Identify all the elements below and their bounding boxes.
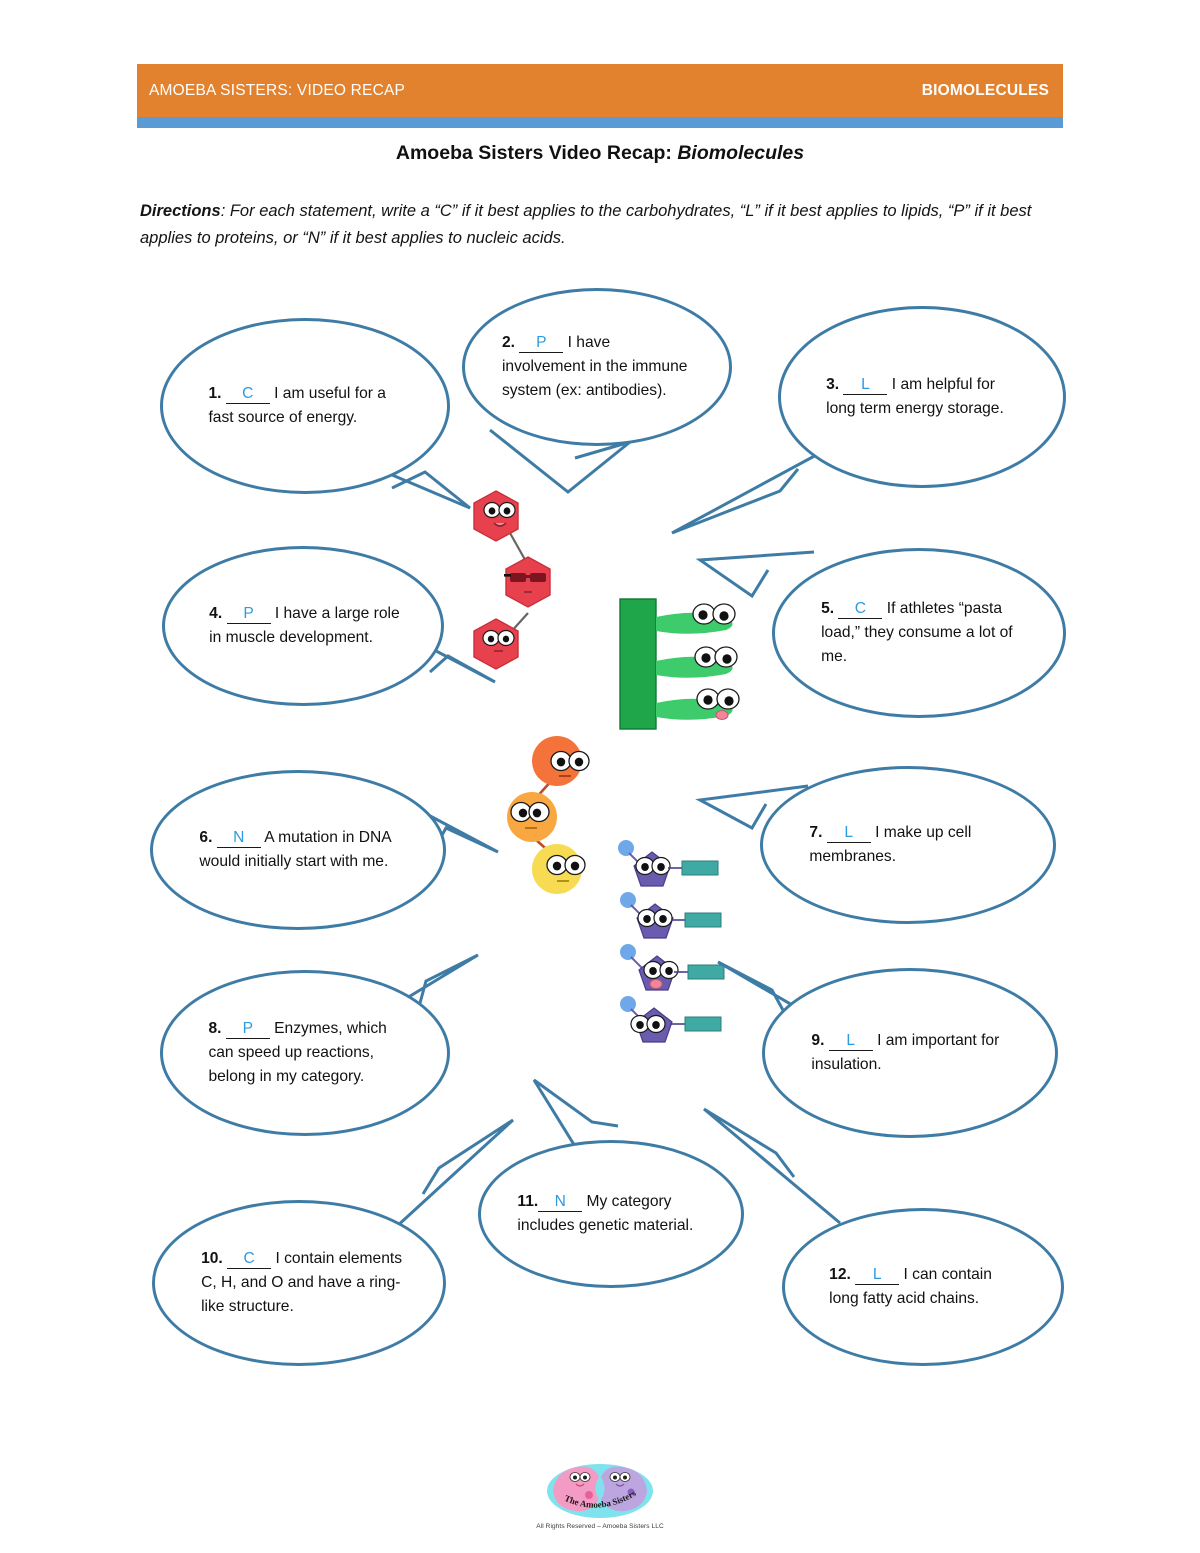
question-text-2: 2. P I have involvement in the immune sy… bbox=[465, 331, 729, 402]
answer-blank-4[interactable]: P bbox=[226, 605, 271, 624]
question-bubble-10[interactable]: 10. C I contain elements C, H, and O and… bbox=[152, 1200, 446, 1366]
question-number-8: 8. bbox=[208, 1020, 222, 1038]
answer-letter-7: L bbox=[844, 824, 854, 842]
question-number-2: 2. bbox=[501, 334, 515, 352]
question-number-6: 6. bbox=[199, 829, 213, 847]
header-accent-rule bbox=[137, 117, 1063, 128]
answer-blank-8[interactable]: P bbox=[225, 1020, 270, 1039]
page-title-emphasis: Biomolecules bbox=[677, 142, 805, 164]
answer-blank-1[interactable]: C bbox=[225, 385, 270, 404]
question-statement-2: I have involvement in the immune system … bbox=[501, 334, 688, 399]
lipid-triglyceride bbox=[618, 595, 758, 735]
answer-letter-1: C bbox=[242, 385, 254, 403]
question-statement-11: My category includes genetic material. bbox=[517, 1193, 694, 1234]
page-header-bar: AMOEBA SISTERS: VIDEO RECAP BIOMOLECULES bbox=[137, 64, 1063, 117]
question-bubble-3[interactable]: 3. L I am helpful for long term energy s… bbox=[778, 306, 1066, 488]
question-number-12: 12. bbox=[829, 1266, 851, 1284]
answer-letter-12: L bbox=[872, 1266, 882, 1284]
carbohydrate-hexagon-chain bbox=[466, 485, 586, 670]
page-title: Amoeba Sisters Video Recap: Biomolecules bbox=[137, 142, 1063, 165]
question-number-9: 9. bbox=[811, 1032, 825, 1050]
question-statement-8: Enzymes, which can speed up reactions, b… bbox=[208, 1020, 387, 1085]
answer-letter-8: P bbox=[242, 1020, 253, 1038]
answer-letter-11: N bbox=[554, 1193, 566, 1211]
question-number-1: 1. bbox=[208, 385, 222, 403]
question-number-3: 3. bbox=[826, 376, 840, 394]
question-bubble-4[interactable]: 4. P I have a large role in muscle devel… bbox=[162, 546, 444, 706]
directions-text: : For each statement, write a “C” if it … bbox=[140, 202, 1032, 247]
header-left-label: AMOEBA SISTERS: VIDEO RECAP bbox=[149, 81, 406, 99]
answer-letter-9: L bbox=[846, 1032, 856, 1050]
question-text-12: 12. L I can contain long fatty acid chai… bbox=[785, 1263, 1061, 1310]
question-number-5: 5. bbox=[821, 600, 835, 618]
question-bubble-2[interactable]: 2. P I have involvement in the immune sy… bbox=[462, 288, 732, 446]
answer-blank-6[interactable]: N bbox=[216, 829, 261, 848]
question-text-6: 6. N A mutation in DNA would initially s… bbox=[153, 826, 443, 873]
answer-blank-11[interactable]: N bbox=[538, 1193, 583, 1212]
question-bubble-8[interactable]: 8. P Enzymes, which can speed up reactio… bbox=[160, 970, 450, 1136]
answer-letter-3: L bbox=[861, 376, 870, 394]
answer-blank-10[interactable]: C bbox=[227, 1250, 272, 1269]
directions-label: Directions bbox=[140, 202, 221, 220]
footer-copyright: All Rights Reserved – Amoeba Sisters LLC bbox=[536, 1523, 664, 1530]
answer-blank-5[interactable]: C bbox=[838, 600, 883, 619]
amoeba-sisters-logo-svg: The Amoeba Sisters bbox=[547, 1464, 653, 1518]
nucleic-acid-art-svg bbox=[618, 840, 725, 1043]
amoeba-sisters-logo: The Amoeba Sisters bbox=[0, 1462, 1200, 1525]
question-text-7: 7. L I make up cell membranes. bbox=[763, 821, 1053, 868]
carbohydrate-art-svg bbox=[473, 490, 551, 670]
answer-blank-3[interactable]: L bbox=[843, 376, 888, 395]
directions-paragraph: Directions: For each statement, write a … bbox=[140, 198, 1065, 251]
protein-amino-acid-chain bbox=[495, 735, 605, 895]
question-statement-7: I make up cell membranes. bbox=[809, 824, 972, 865]
question-bubble-5[interactable]: 5. C If athletes “pasta load,” they cons… bbox=[772, 548, 1066, 718]
protein-art-svg bbox=[507, 736, 590, 894]
question-text-10: 10. C I contain elements C, H, and O and… bbox=[155, 1247, 443, 1318]
answer-letter-2: P bbox=[536, 334, 547, 352]
question-text-5: 5. C If athletes “pasta load,” they cons… bbox=[775, 597, 1063, 668]
nucleic-acid-nucleotide-chain bbox=[612, 838, 752, 1058]
answer-blank-2[interactable]: P bbox=[519, 334, 564, 353]
question-statement-10: I contain elements C, H, and O and have … bbox=[201, 1250, 402, 1315]
answer-blank-9[interactable]: L bbox=[828, 1032, 873, 1051]
question-bubble-7[interactable]: 7. L I make up cell membranes. bbox=[760, 766, 1056, 924]
question-number-4: 4. bbox=[209, 605, 223, 623]
question-statement-6: A mutation in DNA would initially start … bbox=[199, 829, 391, 870]
question-text-9: 9. L I am important for insulation. bbox=[765, 1029, 1055, 1076]
answer-blank-7[interactable]: L bbox=[826, 824, 871, 843]
question-text-3: 3. L I am helpful for long term energy s… bbox=[781, 373, 1063, 420]
question-statement-5: If athletes “pasta load,” they consume a… bbox=[821, 600, 1013, 665]
question-text-1: 1. C I am useful for a fast source of en… bbox=[163, 382, 447, 429]
answer-letter-5: C bbox=[854, 600, 867, 618]
question-statement-3: I am helpful for long term energy storag… bbox=[826, 376, 1004, 417]
lipid-art-svg bbox=[619, 598, 740, 730]
question-text-4: 4. P I have a large role in muscle devel… bbox=[165, 602, 441, 649]
answer-letter-4: P bbox=[243, 605, 254, 623]
question-bubble-11[interactable]: 11. N My category includes genetic materi… bbox=[478, 1140, 744, 1288]
page-title-prefix: Amoeba Sisters Video Recap: bbox=[395, 142, 678, 164]
question-bubble-12[interactable]: 12. L I can contain long fatty acid chai… bbox=[782, 1208, 1064, 1366]
question-number-11: 11. bbox=[517, 1193, 539, 1211]
answer-letter-10: C bbox=[243, 1250, 255, 1268]
question-text-11: 11. N My category includes genetic materi… bbox=[481, 1190, 741, 1237]
answer-blank-12[interactable]: L bbox=[855, 1266, 900, 1285]
question-bubble-1[interactable]: 1. C I am useful for a fast source of en… bbox=[160, 318, 450, 494]
question-number-10: 10. bbox=[201, 1250, 223, 1268]
question-statement-1: I am useful for a fast source of energy. bbox=[208, 385, 386, 426]
answer-letter-6: N bbox=[233, 829, 245, 847]
question-number-7: 7. bbox=[809, 824, 823, 842]
question-bubble-6[interactable]: 6. N A mutation in DNA would initially s… bbox=[150, 770, 446, 930]
question-statement-4: I have a large role in muscle developmen… bbox=[209, 605, 400, 646]
header-right-label: BIOMOLECULES bbox=[921, 81, 1049, 99]
question-statement-9: I am important for insulation. bbox=[811, 1032, 1000, 1073]
question-text-8: 8. P Enzymes, which can speed up reactio… bbox=[163, 1017, 447, 1088]
question-statement-12: I can contain long fatty acid chains. bbox=[829, 1266, 992, 1307]
question-bubble-9[interactable]: 9. L I am important for insulation. bbox=[762, 968, 1058, 1138]
